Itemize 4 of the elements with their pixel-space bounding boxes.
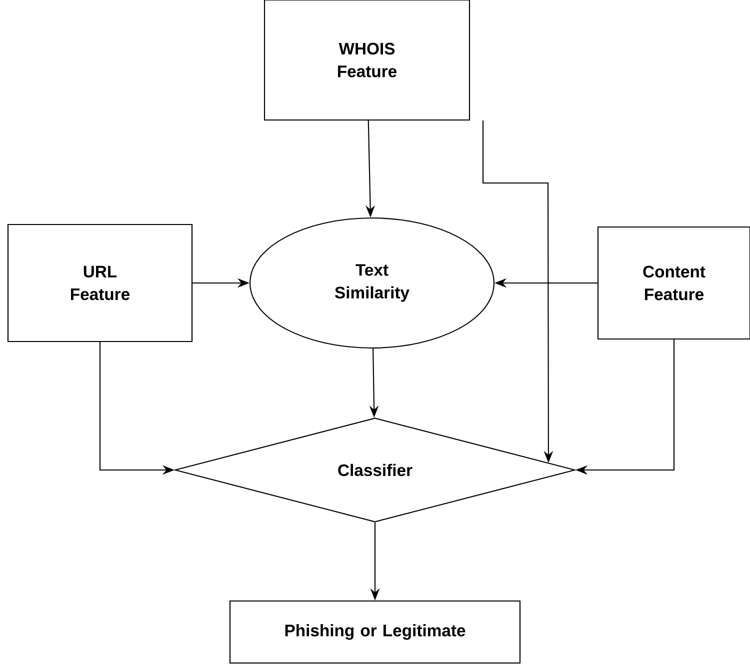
output-box: Phishing or Legitimate xyxy=(229,600,521,664)
feature-box: Content Feature xyxy=(597,226,750,340)
feature-box: URL Feature xyxy=(7,224,193,342)
feature-box: WHOIS Feature xyxy=(264,0,470,121)
